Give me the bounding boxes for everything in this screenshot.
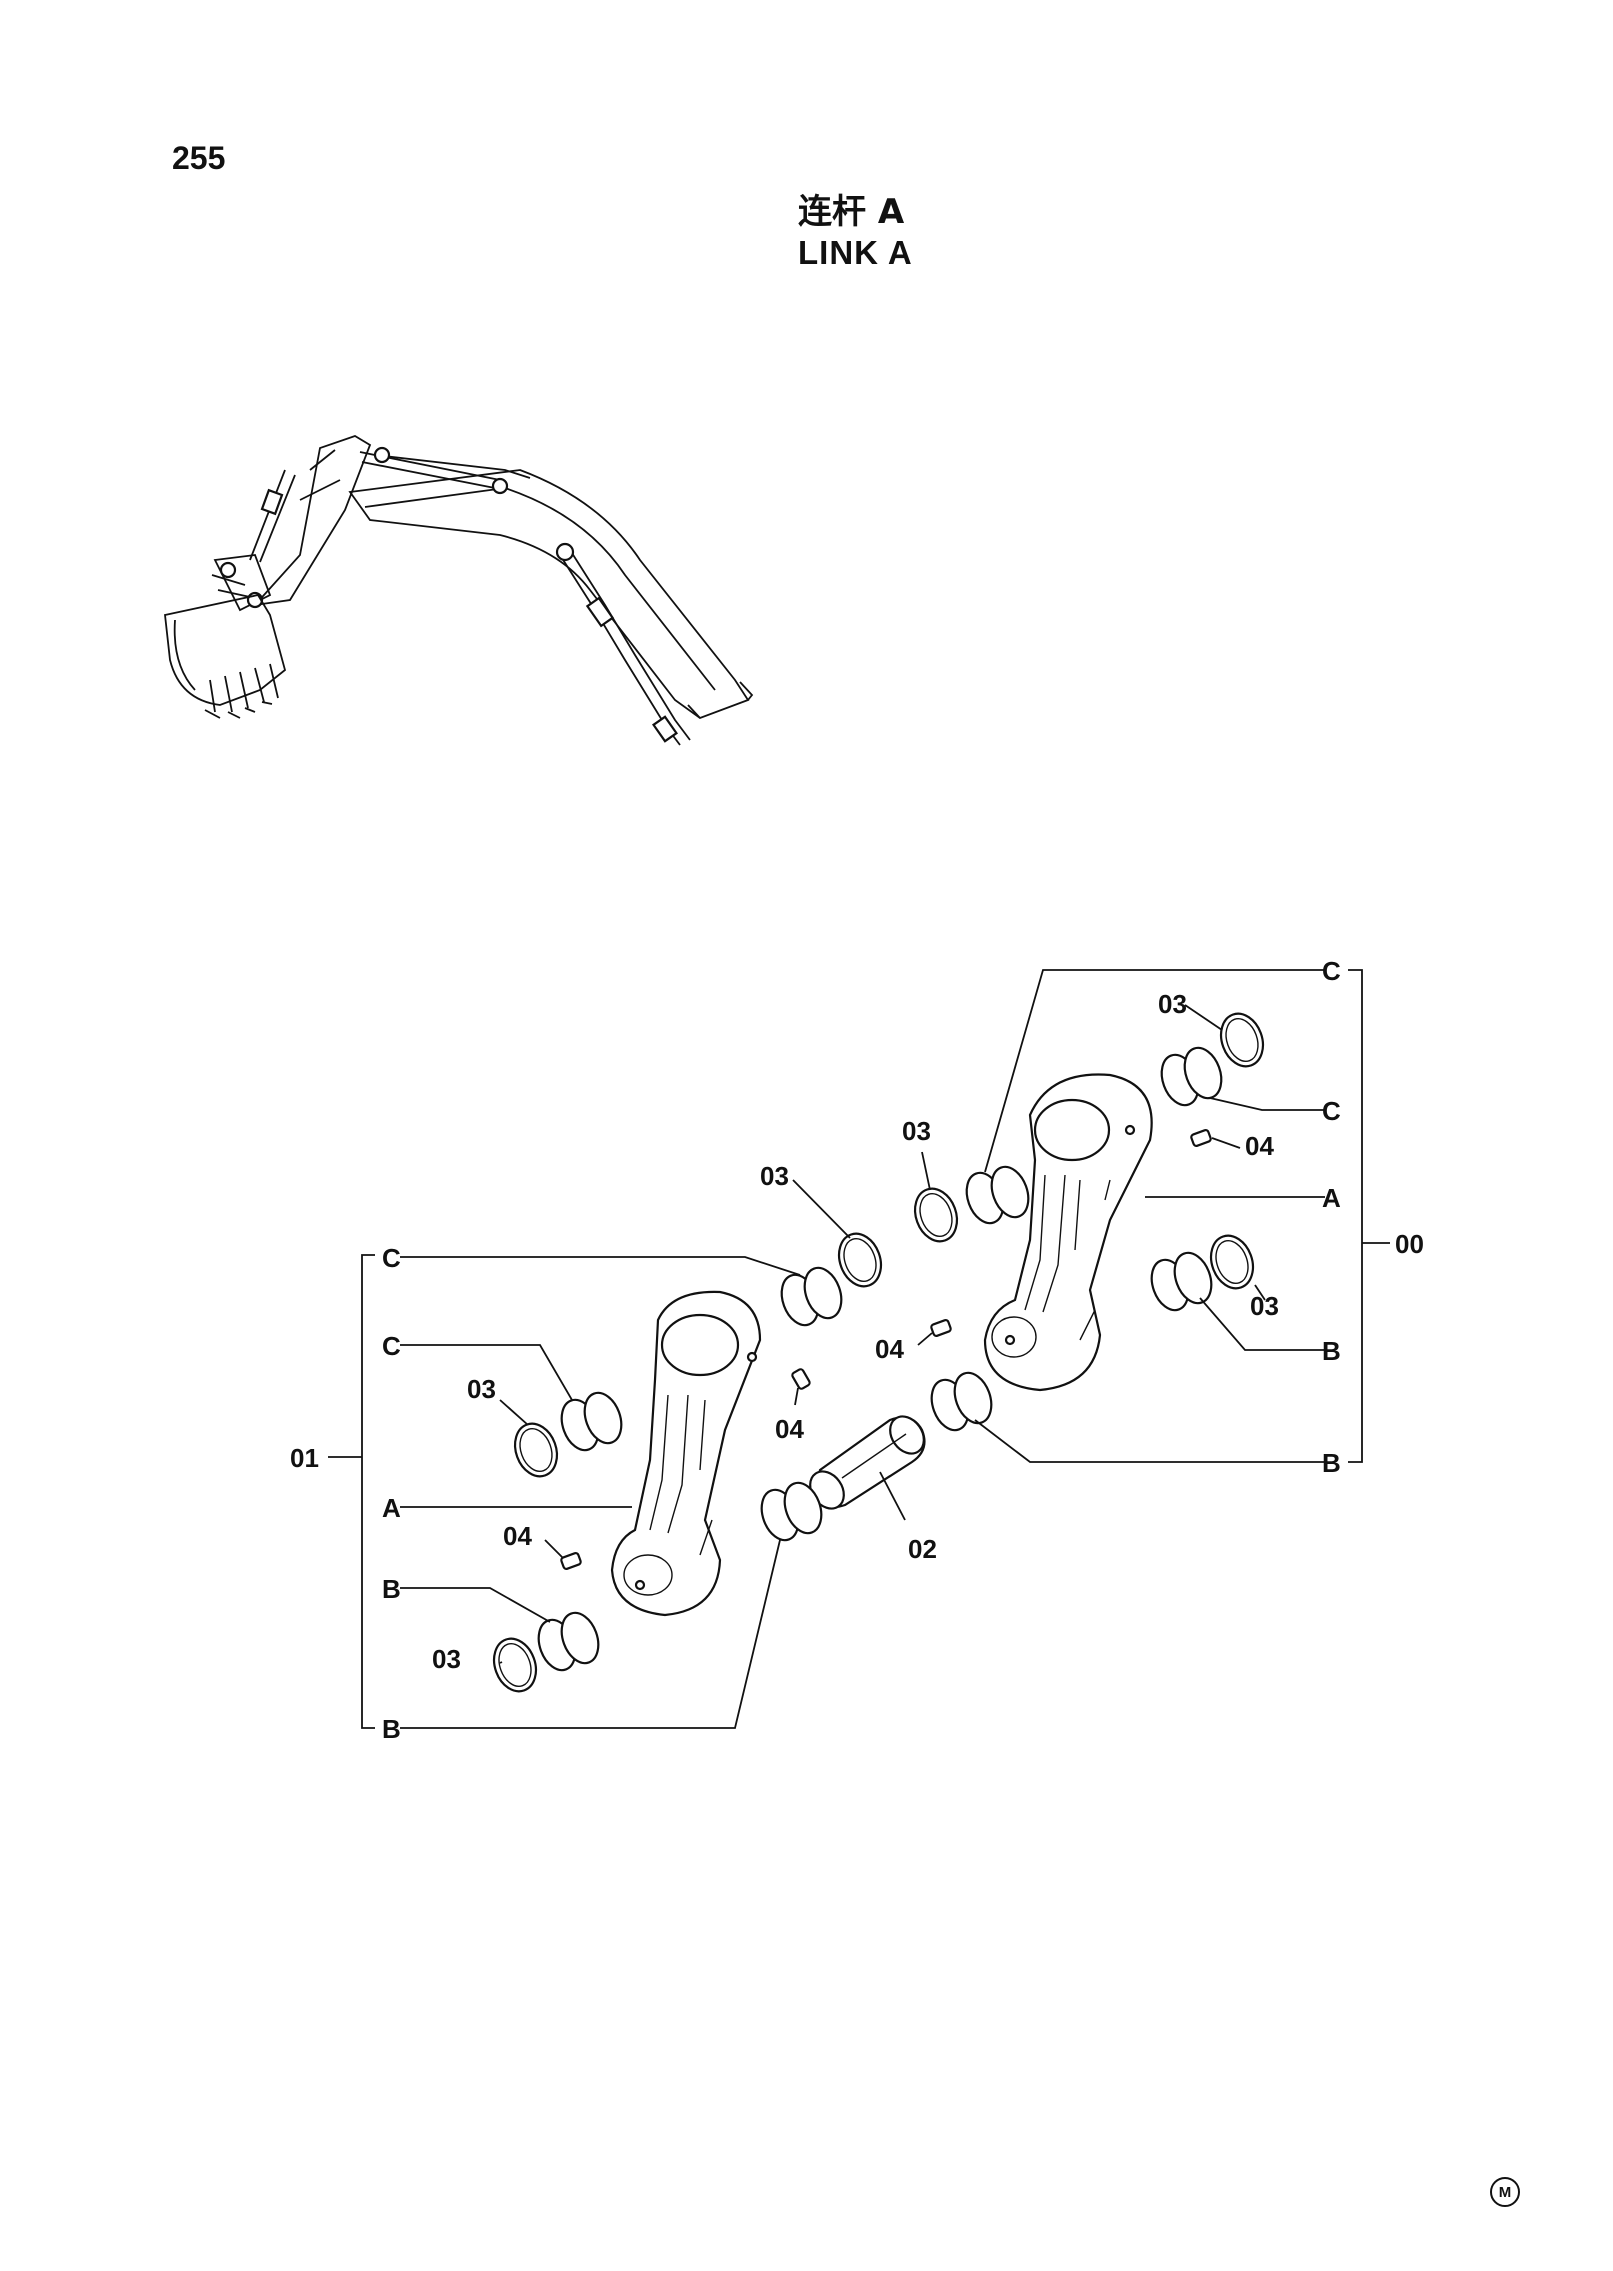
label-01: 01 (290, 1443, 319, 1473)
label-03-upper-left: 03 (760, 1161, 789, 1191)
seal-ring-5 (513, 1422, 559, 1478)
link-left (610, 1290, 762, 1617)
page-number: 255 (172, 140, 226, 176)
bushing-right-upper-b (1160, 1046, 1223, 1107)
label-c-right-top: C (1322, 956, 1341, 986)
label-b-left-lower: B (382, 1714, 401, 1744)
page-title-english: LINK A (798, 234, 913, 271)
bushing-left-upper-b (560, 1391, 623, 1452)
label-04-right-lower: 04 (875, 1334, 904, 1364)
seal-ring-2 (913, 1187, 959, 1243)
pin-02 (809, 1415, 926, 1510)
label-a-left: A (382, 1493, 401, 1523)
seal-ring-6 (492, 1637, 538, 1693)
bushing-left-lower-b (537, 1611, 600, 1672)
seal-ring-3 (837, 1232, 883, 1288)
label-a-right: A (1322, 1183, 1341, 1213)
grease-fitting-right-lower (930, 1319, 952, 1337)
label-03-right-top: 03 (1158, 989, 1187, 1019)
label-b-right-upper: B (1322, 1336, 1341, 1366)
bushing-left-lower-a (760, 1481, 823, 1542)
label-03-upper-mid: 03 (902, 1116, 931, 1146)
label-03-left-upper: 03 (467, 1374, 496, 1404)
link-right (983, 1073, 1153, 1392)
grease-fitting-right-upper (1190, 1129, 1212, 1147)
callout-labels: C 03 C 03 04 03 A 00 C 03 04 B C 03 04 0… (290, 956, 1424, 1744)
label-b-right-lower: B (1322, 1448, 1341, 1478)
leader-lines (328, 969, 1390, 1729)
label-02: 02 (908, 1534, 937, 1564)
bushing-left-upper-a (780, 1266, 843, 1327)
label-c-left-top: C (382, 1243, 401, 1273)
label-03-right-lower: 03 (1250, 1291, 1279, 1321)
footer-marker: M (1490, 2177, 1520, 2207)
seal-ring-1 (1219, 1012, 1265, 1068)
label-00: 00 (1395, 1229, 1424, 1259)
grease-fitting-left-lower (560, 1552, 582, 1570)
label-c-right-second: C (1322, 1096, 1341, 1126)
bushing-right-lower-a (930, 1371, 993, 1432)
bushing-right-upper-a (965, 1165, 1030, 1225)
bushing-right-lower-b (1150, 1251, 1213, 1312)
label-04-left-lower: 04 (503, 1521, 532, 1551)
label-04-right-upper: 04 (1245, 1131, 1274, 1161)
label-c-left-second: C (382, 1331, 401, 1361)
label-03-left-lower: 03 (432, 1644, 461, 1674)
label-04-left-upper: 04 (775, 1414, 804, 1444)
excavator-attachment-sketch (164, 435, 754, 746)
label-b-left-upper: B (382, 1574, 401, 1604)
grease-fitting-left-upper (791, 1368, 811, 1390)
page-title-chinese: 连杆 A (798, 192, 905, 232)
